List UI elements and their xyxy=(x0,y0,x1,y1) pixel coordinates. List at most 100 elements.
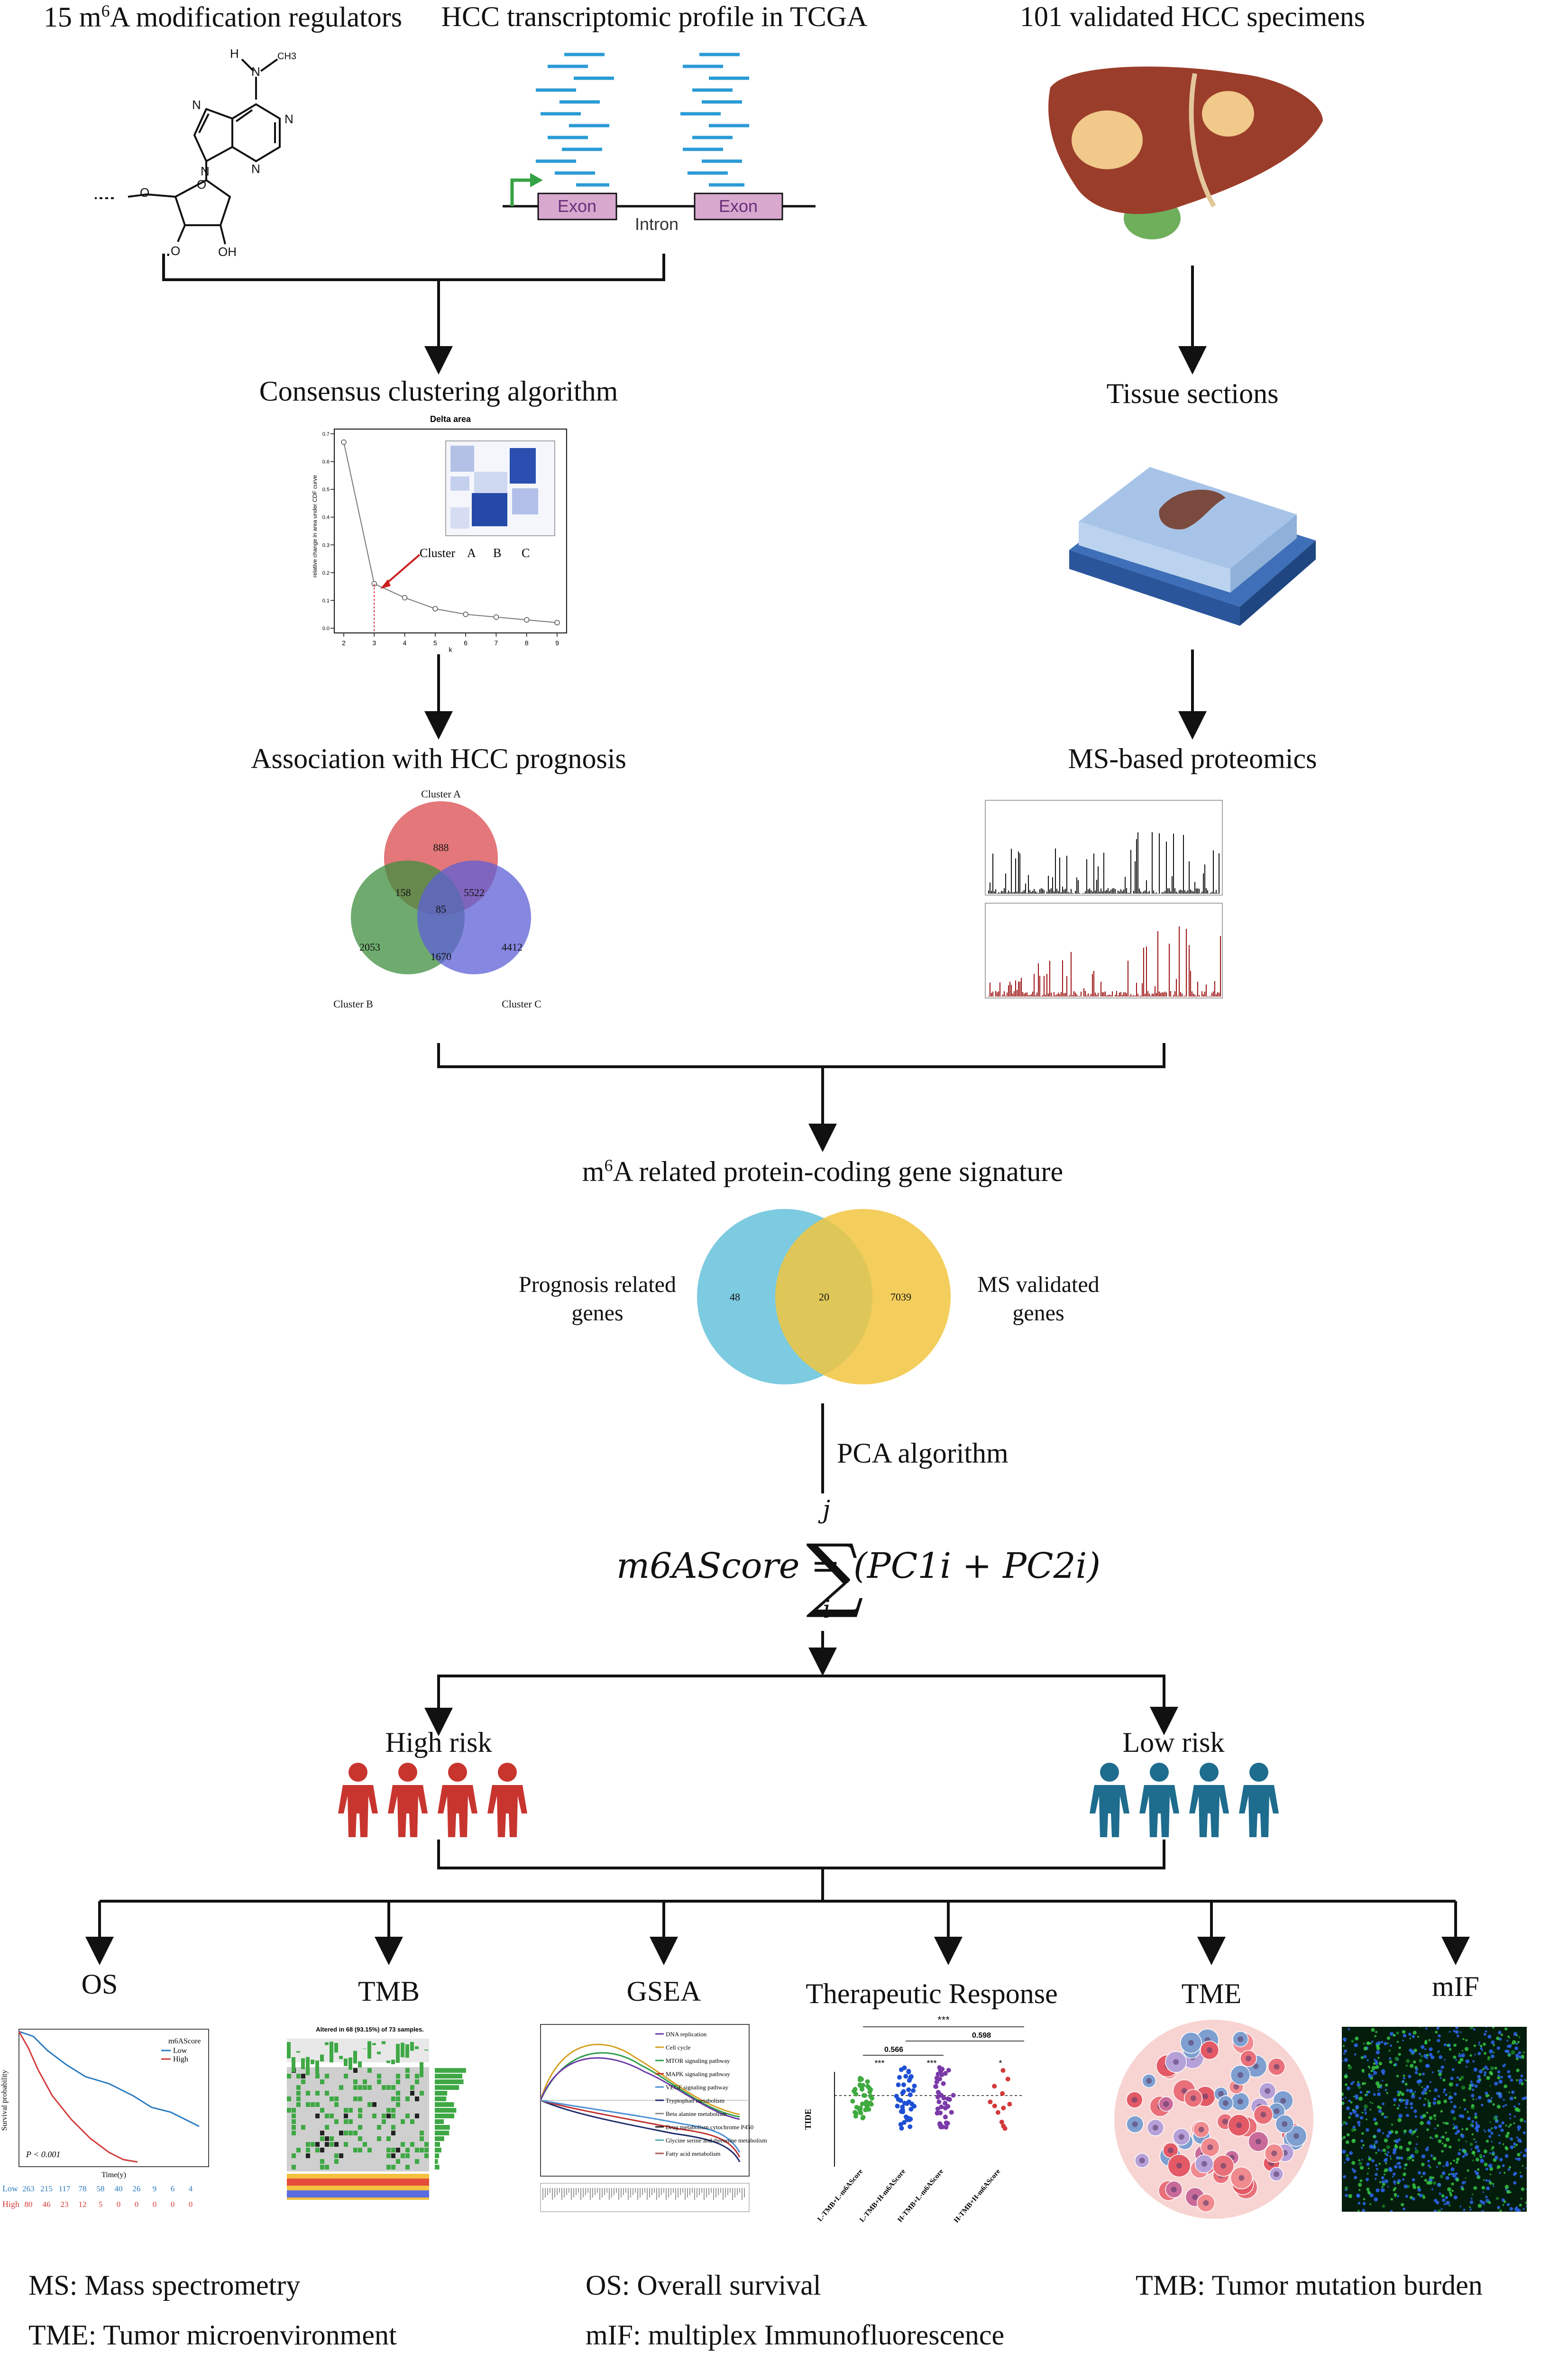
km-risk-low-count: 78 xyxy=(79,2184,87,2193)
dot-point xyxy=(903,2114,908,2119)
venn-bc: 1670 xyxy=(431,951,451,962)
atom-n5: N xyxy=(201,164,210,178)
exon-label-2: Exon xyxy=(719,196,758,216)
venn-c-only: 4412 xyxy=(502,941,523,953)
consensus-heatmap xyxy=(445,440,555,536)
delta-x-tick: 8 xyxy=(525,639,529,647)
venn-a-only: 888 xyxy=(433,842,449,853)
dot-point xyxy=(912,2083,917,2088)
low-risk-label: Low risk xyxy=(1122,1727,1225,1758)
km-risk-low-count: 9 xyxy=(153,2184,157,2193)
dot-point xyxy=(867,2089,872,2095)
delta-point xyxy=(493,614,499,620)
dot-point xyxy=(904,2101,909,2106)
delta-y-tick: 0.6 xyxy=(322,459,330,465)
km-risk-high-count: 46 xyxy=(43,2200,51,2209)
km-legend-high: High xyxy=(173,2055,188,2063)
km-risk-low-count: 215 xyxy=(40,2184,53,2193)
dot-point xyxy=(943,2101,948,2106)
km-risk-low-count: 26 xyxy=(133,2184,141,2193)
km-risk-high-count: 12 xyxy=(79,2200,87,2209)
dot-point xyxy=(945,2096,950,2101)
delta-x-tick: 5 xyxy=(433,639,437,647)
exon-box-2 xyxy=(694,192,783,220)
dot-point xyxy=(908,2106,914,2112)
dot-point xyxy=(951,2093,956,2098)
dot-point xyxy=(1005,2077,1010,2082)
km-ylabel: Survival probability xyxy=(0,2070,9,2131)
atom-n1: N xyxy=(251,64,260,79)
atom-o3: O xyxy=(171,244,180,256)
high-risk-label: High risk xyxy=(385,1727,492,1758)
mif-image xyxy=(1342,2027,1527,2212)
gsea-legend-item: MTOR signaling pathway xyxy=(666,2057,730,2064)
km-risk-high-count: 0 xyxy=(117,2200,121,2209)
formula-upper: j xyxy=(823,1496,831,1524)
gsea-legend-item: Drug metabolism cytochrome P450 xyxy=(666,2124,753,2131)
tme-illustration xyxy=(1114,2020,1313,2219)
delta-y-tick: 0.1 xyxy=(322,598,330,604)
km-p-value: P < 0.001 xyxy=(26,2150,60,2159)
high-risk-people xyxy=(338,1763,527,1837)
intron-label: Intron xyxy=(635,214,679,234)
svg-text:*: * xyxy=(999,2059,1002,2068)
transcript-diagram: Exon Exon Intron xyxy=(503,53,816,234)
km-legend-low: Low xyxy=(173,2047,187,2055)
therapeutic-label: Therapeutic Response xyxy=(806,1978,1058,2009)
dot-point xyxy=(938,2067,943,2072)
ms-title: MS-based proteomics xyxy=(1068,743,1317,774)
delta-point xyxy=(554,620,560,626)
exon-box-1 xyxy=(537,192,617,220)
delta-xlabel: k xyxy=(449,646,453,653)
caption-ms: MS: Mass spectrometry xyxy=(28,2270,301,2301)
risk-join xyxy=(437,1840,1165,1869)
low-risk-people xyxy=(1090,1763,1279,1837)
dot-point xyxy=(939,2093,944,2098)
km-risk-low-count: 117 xyxy=(59,2184,71,2193)
gsea-legend-item: Fatty acid metabolism xyxy=(666,2150,721,2157)
signature-venn: 48 20 7039 xyxy=(697,1209,951,1384)
transcriptomic-title: HCC transcriptomic profile in TCGA xyxy=(441,1,868,32)
delta-x-tick: 9 xyxy=(555,639,559,647)
dot-point xyxy=(992,2084,997,2089)
km-risk-low-count: 40 xyxy=(115,2184,123,2193)
tissue-title: Tissue sections xyxy=(1106,378,1279,409)
km-risk-high-label: High xyxy=(2,2199,19,2209)
heatmap-label-a: A xyxy=(467,546,476,560)
risk-split xyxy=(437,1675,1178,1735)
venn-label-c: Cluster C xyxy=(502,998,541,1010)
atom-o2: O xyxy=(140,185,149,200)
dot-point xyxy=(909,2101,915,2106)
dot-point xyxy=(899,2125,904,2131)
delta-x-tick: 7 xyxy=(495,639,498,647)
venn-ab: 158 xyxy=(395,887,411,898)
dot-point xyxy=(945,2104,951,2109)
atom-ch3: CH3 xyxy=(277,51,296,62)
bracket-middle xyxy=(437,1043,1165,1068)
dot-point xyxy=(861,2093,866,2098)
km-risk-high-count: 5 xyxy=(99,2200,103,2209)
cluster-annotation: Cluster xyxy=(420,546,455,560)
dot-point xyxy=(1007,2102,1012,2107)
dot-point xyxy=(900,2107,905,2113)
dot-point xyxy=(901,2089,906,2094)
km-risk-high-count: 0 xyxy=(171,2200,175,2209)
dot-point xyxy=(1002,2126,1008,2131)
atom-n2: N xyxy=(284,112,293,126)
dot-point xyxy=(943,2071,948,2076)
km-risk-high-count: 0 xyxy=(153,2200,157,2209)
venn-abc: 85 xyxy=(436,903,446,915)
delta-point xyxy=(432,606,438,612)
dot-point xyxy=(901,2120,907,2125)
delta-x-tick: 2 xyxy=(342,639,346,647)
delta-y-tick: 0.2 xyxy=(322,570,330,576)
dot-point xyxy=(853,2114,858,2119)
pca-label: PCA algorithm xyxy=(837,1437,1009,1469)
dot-point xyxy=(939,2104,944,2109)
dot-point xyxy=(901,2082,906,2087)
gsea-legend-item: VEGF signaling pathway xyxy=(666,2084,729,2091)
gsea-legend-item: MAPK signaling pathway xyxy=(666,2070,730,2078)
dotplot-ylabel: TIDE xyxy=(803,2109,813,2130)
